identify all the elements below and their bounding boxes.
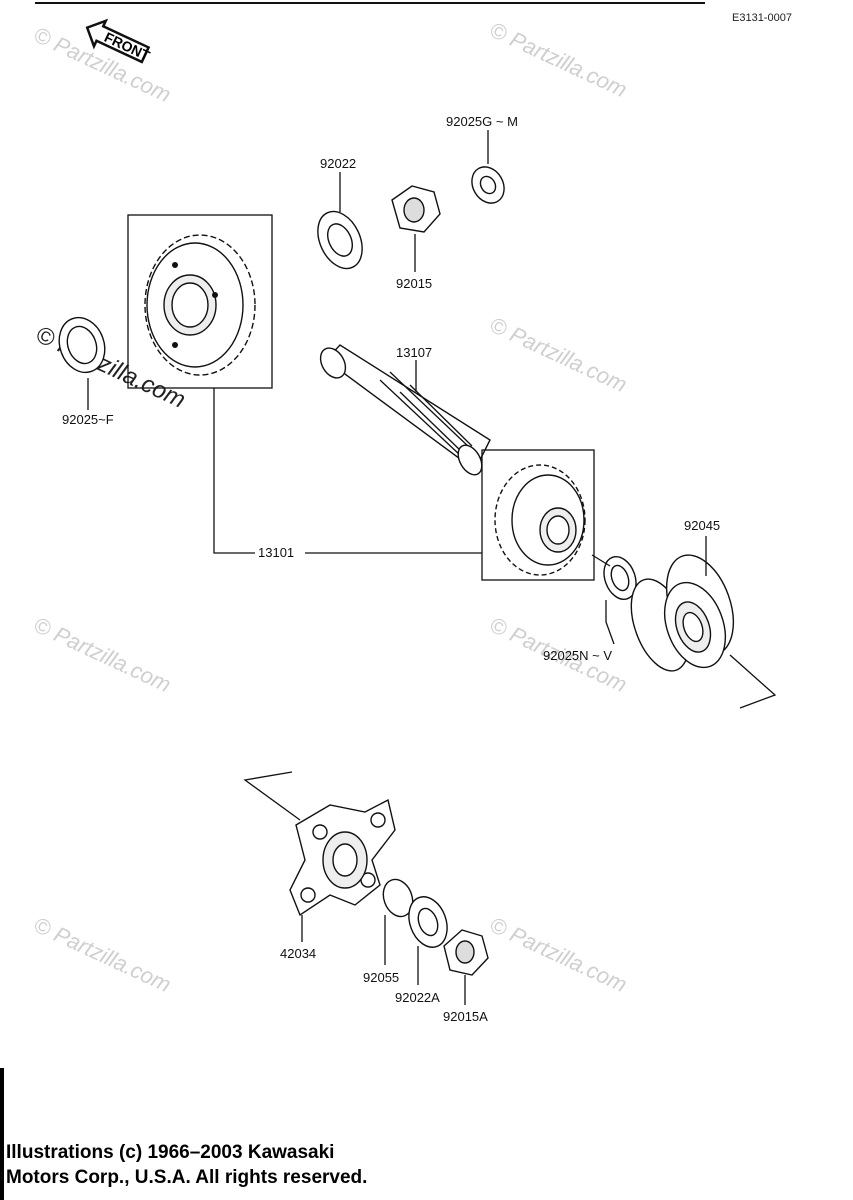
- hub-axis-line: [243, 771, 301, 821]
- svg-text:© Partzilla.com: © Partzilla.com: [30, 612, 175, 697]
- bearing-92045-icon: [630, 554, 735, 672]
- oring-92055-icon: [382, 878, 414, 918]
- label-92015: 92015: [396, 276, 432, 291]
- label-92015A: 92015A: [443, 1009, 488, 1024]
- shaft-13107-icon: [319, 344, 491, 476]
- watermark-symbol: ©: [30, 612, 56, 642]
- washer-92022A-icon: [408, 896, 448, 948]
- bevel-gear-large-icon: [144, 234, 256, 376]
- svg-text:© Partzilla.com: © Partzilla.com: [30, 912, 175, 997]
- watermark-text: Partzilla.com: [506, 921, 631, 997]
- watermark-text: Partzilla.com: [50, 621, 175, 697]
- leader-13101-left: [213, 388, 255, 554]
- nut-92015A-icon: [443, 929, 489, 976]
- gear-box-left: [127, 214, 273, 389]
- nut-92015-icon: [391, 185, 441, 233]
- label-13107: 13107: [396, 345, 432, 360]
- label-92022: 92022: [320, 156, 356, 171]
- washer-92025N-icon: [603, 555, 637, 601]
- washer-92022-icon: [317, 210, 363, 270]
- watermark-symbol: ©: [486, 312, 512, 342]
- watermark-symbol: ©: [486, 17, 512, 47]
- watermark-text: Partzilla.com: [50, 921, 175, 997]
- watermark-symbol: ©: [30, 22, 56, 52]
- label-13101: 13101: [258, 545, 294, 560]
- gear-box-right: [481, 449, 595, 581]
- copyright-notice: Illustrations (c) 1966–2003 Kawasaki Mot…: [6, 1140, 367, 1190]
- watermark-symbol: ©: [486, 612, 512, 642]
- svg-text:© Partzilla.com: © Partzilla.com: [486, 912, 631, 997]
- svg-text:© Partzilla.com: © Partzilla.com: [486, 17, 631, 102]
- reference-code: E3131-0007: [732, 12, 792, 24]
- leader-92025N-bottom: [605, 600, 615, 645]
- left-edge-bar: [0, 1068, 4, 1200]
- label-92025N-V: 92025N ~ V: [543, 648, 612, 663]
- watermark-text: Partzilla.com: [506, 26, 631, 102]
- label-92045: 92045: [684, 518, 720, 533]
- watermark-symbol: ©: [486, 912, 512, 942]
- watermark-text: Partzilla.com: [506, 321, 631, 397]
- hub-42034-icon: [289, 798, 396, 917]
- label-92022A: 92022A: [395, 990, 440, 1005]
- copyright-line-2: Motors Corp., U.S.A. All rights reserved…: [6, 1167, 368, 1188]
- label-92025G-M: 92025G ~ M: [446, 114, 518, 129]
- label-92055: 92055: [363, 970, 399, 985]
- bearing-axis-line: [729, 654, 777, 709]
- leader-92025N-top: [591, 554, 611, 567]
- washer-92025F-icon: [58, 316, 106, 374]
- watermark-symbol: ©: [30, 912, 56, 942]
- bevel-gear-small-icon: [494, 464, 586, 576]
- label-42034: 42034: [280, 946, 316, 961]
- washer-92025G-icon: [471, 166, 505, 204]
- copyright-line-1: Illustrations (c) 1966–2003 Kawasaki: [6, 1142, 335, 1163]
- svg-text:© Partzilla.com: © Partzilla.com: [486, 312, 631, 397]
- label-92025F: 92025~F: [62, 412, 114, 427]
- watermark-symbol: ©: [31, 321, 59, 353]
